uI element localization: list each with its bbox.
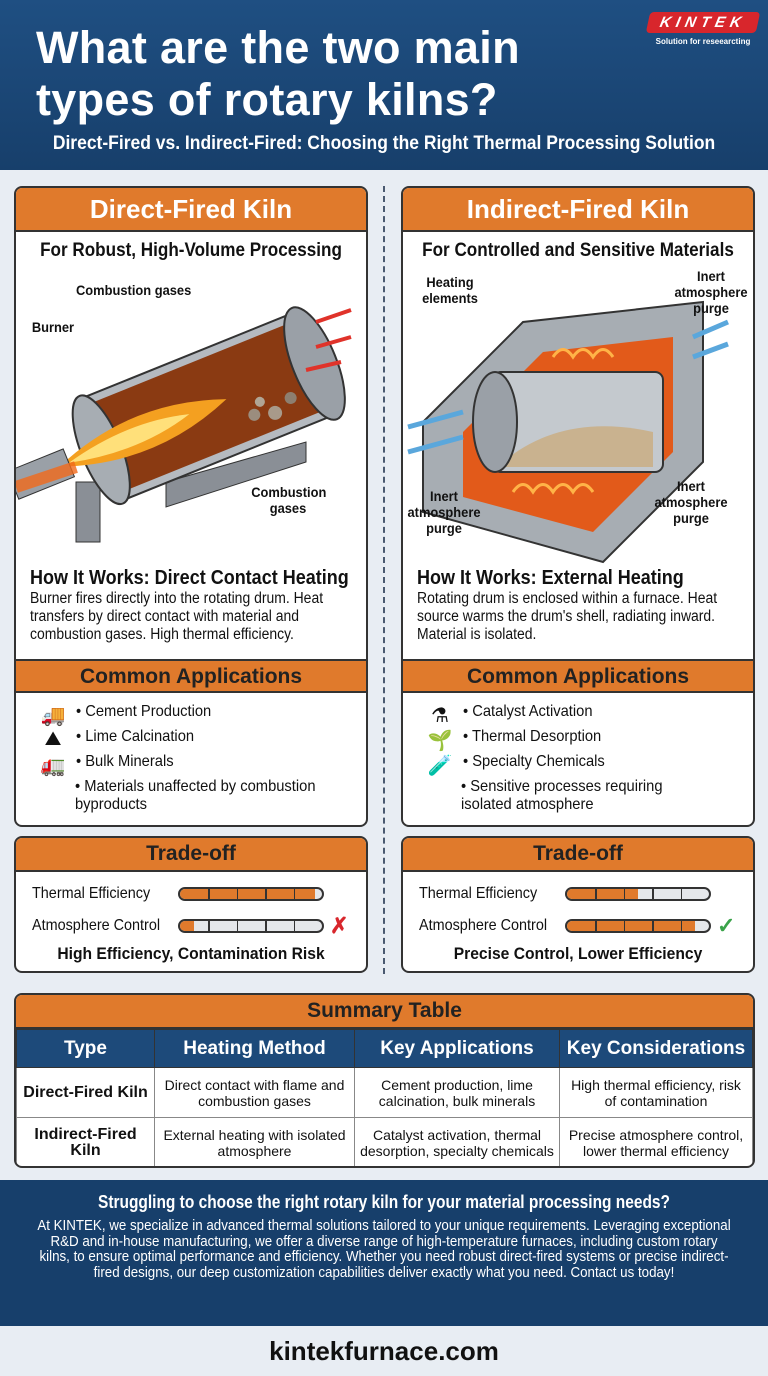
logo-brand: KINTEK <box>645 12 761 33</box>
bar-segment-divider <box>652 921 654 931</box>
dump-truck-icon: 🚛 <box>40 755 66 777</box>
indirect-how-it-works: How It Works: External Heating Rotating … <box>403 567 753 659</box>
indirect-subtitle: For Controlled and Sensitive Materials <box>422 240 734 261</box>
bar-fill <box>567 889 638 899</box>
indirect-apps-list: ⚗• Catalyst Activation 🌱• Thermal Desorp… <box>403 693 753 821</box>
direct-subtitle: For Robust, High-Volume Processing <box>40 240 342 261</box>
list-item: • Materials unaffected by combustion byp… <box>75 778 316 813</box>
indirect-tradeoff-card: Trade-off Thermal Efficiency Atmosphere … <box>401 836 755 973</box>
cement-truck-icon: 🚚 <box>40 705 66 727</box>
list-item: 🌱• Thermal Desorption <box>417 728 739 753</box>
thermal-label: Thermal Efficiency <box>419 885 538 902</box>
list-item: 🧪• Specialty Chemicals <box>417 753 739 778</box>
atmo-label: Atmosphere Control <box>419 917 548 934</box>
page-subtitle: Direct-Fired vs. Indirect-Fired: Choosin… <box>52 133 716 154</box>
bar-segment-divider <box>265 889 267 899</box>
bar-fill <box>180 889 315 899</box>
flask-icon: ⚗ <box>431 705 449 727</box>
plant-soil-icon: 🌱 <box>427 730 453 752</box>
direct-kiln-diagram: Combustion gases Burner Combustion gases <box>16 262 366 567</box>
atmo-label: Atmosphere Control <box>32 917 161 934</box>
list-item: ⚗• Catalyst Activation <box>417 703 739 728</box>
direct-apps-list: 🚚• Cement Production ⛰• Lime Calcination… <box>16 693 366 821</box>
direct-kiln-illustration <box>16 306 352 543</box>
kintek-logo: KINTEK Solution for reseearcting <box>645 12 761 46</box>
list-item: ⛰• Lime Calcination <box>30 728 352 753</box>
indirect-how-text: Rotating drum is enclosed within a furna… <box>417 590 718 643</box>
direct-apps-title: Common Applications <box>16 659 366 693</box>
website-link[interactable]: kintekfurnace.com <box>0 1326 768 1376</box>
cross-icon: ✗ <box>330 913 349 938</box>
direct-tradeoff-summary: High Efficiency, Contamination Risk <box>57 944 325 963</box>
bar-fill <box>567 921 695 931</box>
bar-segment-divider <box>208 889 210 899</box>
header-apps: Key Applications <box>354 1029 560 1068</box>
indirect-how-title: How It Works: External Heating <box>417 567 684 589</box>
bar-segment-divider <box>652 889 654 899</box>
logo-tagline: Solution for reseearcting <box>655 37 751 46</box>
cta-heading: Struggling to choose the right rotary ki… <box>97 1192 670 1212</box>
indirect-fired-card: Indirect-Fired Kiln For Controlled and S… <box>401 186 755 827</box>
bar-segment-divider <box>236 889 239 899</box>
summary-table: Type Heating Method Key Applications Key… <box>16 1029 753 1166</box>
direct-title: Direct-Fired Kiln <box>16 188 366 232</box>
indirect-kiln-diagram: Heating elements Inert atmosphere purge … <box>403 262 753 567</box>
table-header-row: Type Heating Method Key Applications Key… <box>16 1029 753 1068</box>
list-item: 🚚• Cement Production <box>30 703 352 728</box>
column-divider <box>383 186 385 974</box>
thermal-label: Thermal Efficiency <box>32 885 151 902</box>
bar-segment-divider <box>680 889 683 899</box>
atmosphere-control-bar <box>178 919 324 933</box>
list-item: 🚛• Bulk Minerals <box>30 753 352 778</box>
bar-segment-divider <box>595 889 597 899</box>
indirect-kiln-illustration <box>407 300 729 564</box>
bar-segment-divider <box>208 921 210 931</box>
page-title: What are the two main types of rotary ki… <box>36 22 520 125</box>
direct-how-title: How It Works: Direct Contact Heating <box>30 567 349 589</box>
thermal-efficiency-bar <box>565 887 711 901</box>
lime-pile-icon: ⛰ <box>44 728 62 750</box>
direct-how-text: Burner fires directly into the rotating … <box>30 590 324 643</box>
cta-text: At KINTEK, we specialize in advanced the… <box>37 1218 731 1281</box>
cta-footer: Struggling to choose the right rotary ki… <box>0 1180 768 1326</box>
label-purge-right: Inert atmosphere purge <box>654 478 728 526</box>
indirect-tradeoff-summary: Precise Control, Lower Efficiency <box>453 944 703 963</box>
atmosphere-control-bar <box>565 919 711 933</box>
bar-segment-divider <box>293 889 296 899</box>
test-tubes-icon: 🧪 <box>427 755 453 777</box>
direct-tradeoff-title: Trade-off <box>16 838 366 872</box>
direct-how-it-works: How It Works: Direct Contact Heating Bur… <box>16 567 366 659</box>
bar-segment-divider <box>293 921 296 931</box>
label-purge-left: Inert atmosphere purge <box>407 488 481 536</box>
summary-table-card: Summary Table Type Heating Method Key Ap… <box>14 993 755 1168</box>
summary-title: Summary Table <box>16 995 753 1029</box>
bar-segment-divider <box>680 921 683 931</box>
check-icon: ✓ <box>717 913 736 938</box>
bar-segment-divider <box>623 889 626 899</box>
bar-segment-divider <box>236 921 239 931</box>
header <box>0 0 768 170</box>
label-burner: Burner <box>31 319 75 335</box>
indirect-tradeoff-title: Trade-off <box>403 838 753 872</box>
direct-fired-card: Direct-Fired Kiln For Robust, High-Volum… <box>14 186 368 827</box>
label-heating-elements: Heating elements <box>422 274 478 306</box>
label-combustion-gases-bottom: Combustion gases <box>251 484 327 516</box>
label-combustion-gases-top: Combustion gases <box>76 282 192 298</box>
indirect-apps-title: Common Applications <box>403 659 753 693</box>
bar-segment-divider <box>595 921 597 931</box>
direct-tradeoff-card: Trade-off Thermal Efficiency Atmosphere … <box>14 836 368 973</box>
bar-segment-divider <box>265 921 267 931</box>
header-heating: Heating Method <box>154 1029 355 1068</box>
header-type: Type <box>16 1029 155 1068</box>
label-purge-top: Inert atmosphere purge <box>674 268 748 316</box>
bar-segment-divider <box>623 921 626 931</box>
thermal-efficiency-bar <box>178 887 324 901</box>
indirect-title: Indirect-Fired Kiln <box>403 188 753 232</box>
list-item: • Sensitive processes requiring isolated… <box>461 778 663 813</box>
bar-fill <box>180 921 195 931</box>
header-considerations: Key Considerations <box>559 1029 753 1068</box>
